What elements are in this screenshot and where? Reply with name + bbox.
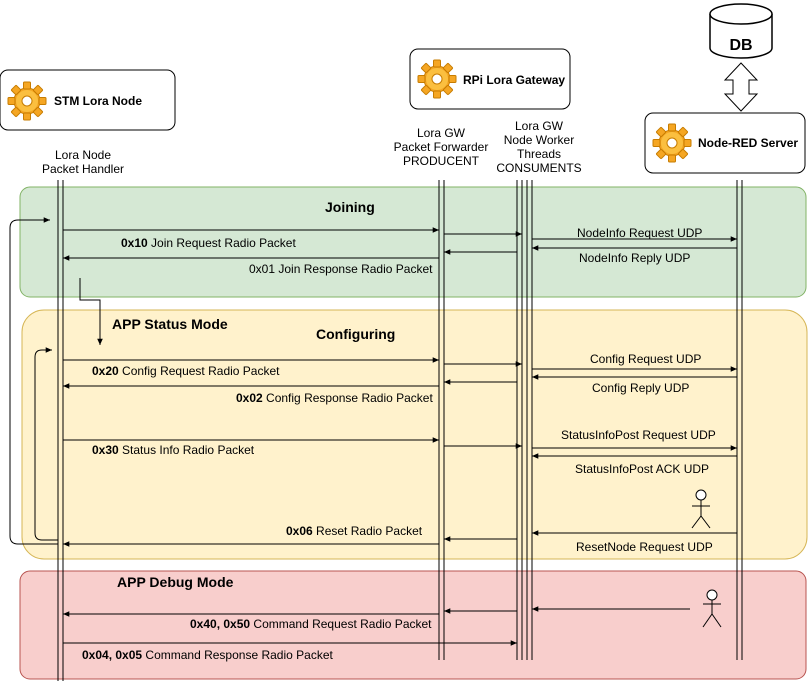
config-request-label: 0x20 Config Request Radio Packet — [92, 364, 280, 378]
svg-text:Node Worker: Node Worker — [504, 133, 574, 147]
svg-text:Lora GW: Lora GW — [515, 119, 564, 133]
joining-section — [19, 186, 807, 298]
config-request-udp-label: Config Request UDP — [590, 352, 701, 366]
reset-label: 0x06 Reset Radio Packet — [286, 524, 423, 538]
join-response-label: 0x01 Join Response Radio Packet — [249, 262, 433, 276]
svg-text:Packet Handler: Packet Handler — [42, 162, 124, 176]
svg-text:Lora Node: Lora Node — [55, 148, 111, 162]
user-icon — [691, 489, 711, 529]
message-arrows — [9, 217, 737, 646]
command-request-label: 0x40, 0x50 Command Request Radio Packet — [190, 617, 432, 631]
svg-text:Packet Forwarder: Packet Forwarder — [394, 140, 489, 154]
db-label: DB — [729, 37, 752, 54]
resetnode-request-label: ResetNode Request UDP — [576, 540, 713, 554]
nodeinfo-reply-label: NodeInfo Reply UDP — [579, 251, 690, 265]
stm-node-title: STM Lora Node — [54, 94, 142, 108]
node-handler-label: Lora Node Packet Handler — [42, 148, 124, 176]
stm-node-box — [0, 69, 176, 131]
forwarder-label: Lora GW Packet Forwarder PRODUCENT — [394, 126, 489, 168]
joining-title: Joining — [325, 199, 375, 215]
svg-text:Threads: Threads — [517, 147, 561, 161]
nodeinfo-request-label: NodeInfo Request UDP — [577, 226, 702, 240]
gear-icon — [7, 81, 47, 121]
svg-text:Lora GW: Lora GW — [417, 126, 466, 140]
config-reply-udp-label: Config Reply UDP — [592, 381, 689, 395]
lifelines — [57, 180, 743, 681]
svg-text:CONSUMENTS: CONSUMENTS — [496, 161, 581, 175]
gear-icon — [417, 59, 457, 99]
status-mode-section — [21, 309, 808, 560]
nodered-box — [644, 112, 806, 174]
debug-mode-section — [19, 570, 807, 680]
svg-text:PRODUCENT: PRODUCENT — [403, 154, 480, 168]
status-mode-title: APP Status Mode — [112, 316, 228, 332]
workers-label: Lora GW Node Worker Threads CONSUMENTS — [496, 119, 581, 175]
nodered-title: Node-RED Server — [698, 136, 798, 150]
config-response-label: 0x02 Config Response Radio Packet — [236, 391, 433, 405]
gateway-title: RPi Lora Gateway — [463, 73, 565, 87]
status-info-label: 0x30 Status Info Radio Packet — [92, 443, 255, 457]
gear-icon — [652, 123, 692, 163]
command-response-label: 0x04, 0x05 Command Response Radio Packet — [82, 648, 334, 662]
db-double-arrow — [723, 62, 759, 112]
user-icon — [702, 589, 722, 628]
statuspost-request-label: StatusInfoPost Request UDP — [561, 428, 716, 442]
gateway-box — [409, 48, 571, 110]
join-request-label: 0x10 Join Request Radio Packet — [121, 236, 296, 250]
statuspost-ack-label: StatusInfoPost ACK UDP — [575, 462, 709, 476]
database-icon: DB — [709, 3, 773, 59]
debug-mode-title: APP Debug Mode — [117, 574, 234, 590]
configuring-title: Configuring — [316, 326, 395, 342]
